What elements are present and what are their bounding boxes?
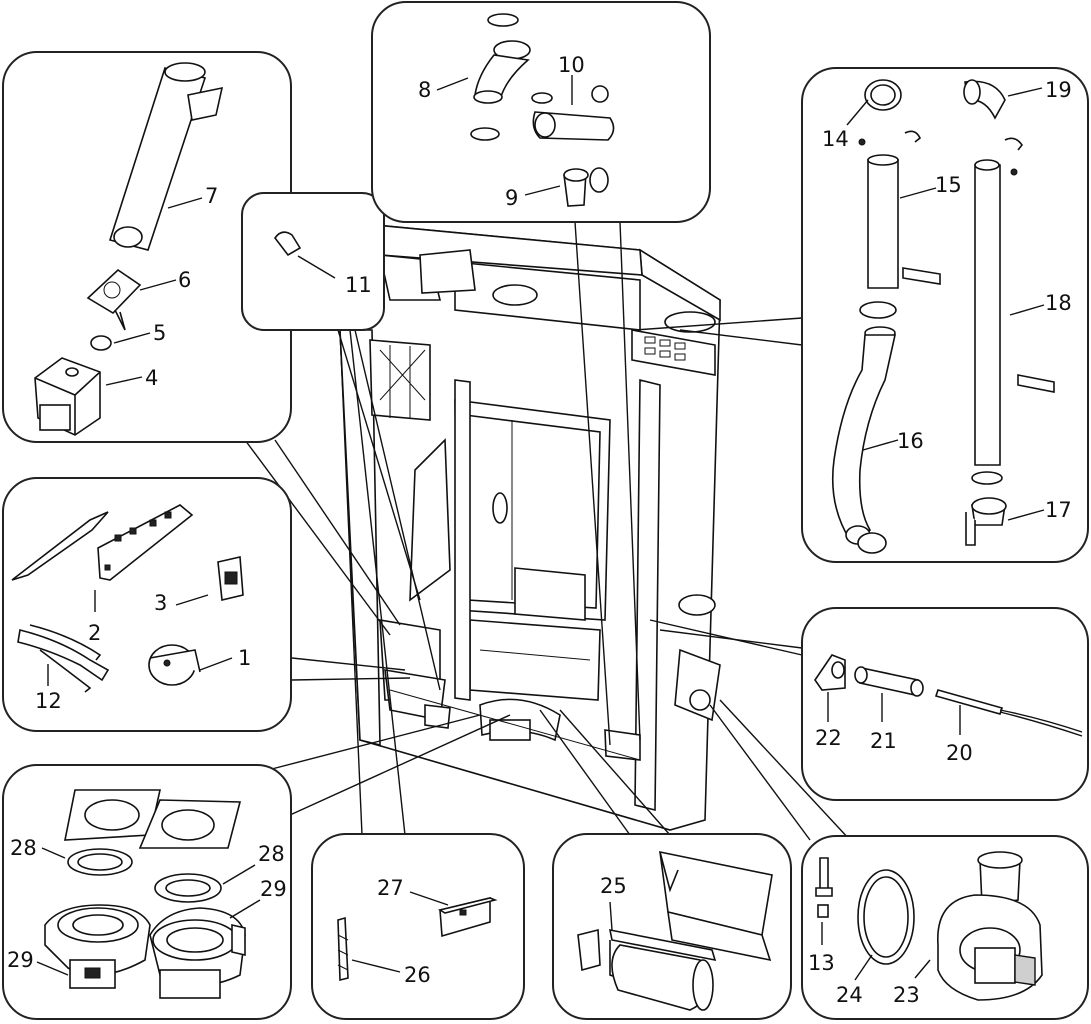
box-flue-pipe-7 [2,51,292,443]
label-6: 6 [178,268,191,292]
label-14: 14 [822,127,849,151]
label-10: 10 [558,53,585,77]
label-7: 7 [205,184,218,208]
box-pipes-14-19 [801,67,1089,563]
label-19: 19 [1045,78,1072,102]
label-28-left: 28 [10,836,37,860]
leader-lines [244,221,851,841]
label-12: 12 [35,689,62,713]
label-28-right: 28 [258,842,285,866]
box-elbows-8-9-10 [371,1,711,223]
label-29-left: 29 [7,948,34,972]
label-11: 11 [345,273,372,297]
box-blower-13-23-24 [801,835,1089,1020]
label-27: 27 [377,876,404,900]
box-boards-26-27 [311,833,525,1020]
label-29-right: 29 [260,877,287,901]
label-22: 22 [815,726,842,750]
box-motor-25 [552,833,792,1020]
box-fans-28-29 [2,764,292,1020]
part-labels: 1 2 3 4 5 6 7 8 9 10 11 12 13 14 15 16 1… [7,53,1072,1007]
label-16: 16 [897,429,924,453]
label-1: 1 [238,646,251,670]
label-5: 5 [153,321,166,345]
label-2: 2 [88,621,101,645]
box-clip-11 [241,192,385,331]
label-20: 20 [946,741,973,765]
label-9: 9 [505,186,518,210]
label-4: 4 [145,366,158,390]
box-igniter-20-21-22 [801,607,1089,801]
label-18: 18 [1045,291,1072,315]
label-23: 23 [893,983,920,1007]
stove-frame [339,224,721,831]
label-24: 24 [836,983,863,1007]
label-17: 17 [1045,498,1072,522]
box-electronics-1-2-3-12 [2,477,292,732]
label-25: 25 [600,874,627,898]
label-8: 8 [418,78,431,102]
label-3: 3 [154,591,167,615]
label-13: 13 [808,951,835,975]
label-15: 15 [935,173,962,197]
label-21: 21 [870,729,897,753]
label-26: 26 [404,963,431,987]
